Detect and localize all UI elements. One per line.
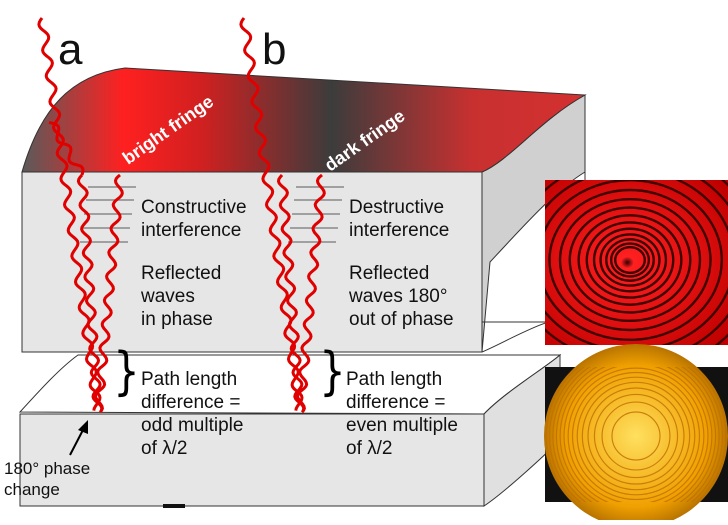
yellow-fringe-ring	[552, 367, 720, 502]
wave-b-reflected-2	[295, 173, 326, 414]
phase-change-line-1: 180° phase	[4, 459, 91, 478]
path-odd-line-1: Path length	[141, 369, 238, 390]
constructive-label: Constructive interference	[141, 196, 247, 242]
destructive-label: Destructive interference	[349, 196, 449, 242]
yellow-fringe-ring	[563, 367, 709, 502]
arrow-up-right-icon	[69, 420, 88, 456]
upper-slab	[21, 67, 587, 353]
red-fringe-ring	[568, 206, 692, 314]
reflected-in-phase-label: Reflected waves in phase	[141, 262, 221, 331]
path-even-label: Path length difference = even multiple o…	[346, 368, 458, 460]
phase-change-label: 180° phase change	[4, 458, 90, 500]
red-fringe-ring	[614, 245, 646, 275]
wave-b-label: b	[262, 25, 287, 74]
red-fringe-ring	[599, 233, 661, 287]
path-odd-line-4: of λ/2	[141, 438, 188, 459]
reflected-out-phase-label: Reflected waves 180° out of phase	[349, 262, 454, 331]
destructive-line-2: interference	[349, 220, 450, 241]
path-odd-label: Path length difference = odd multiple of…	[141, 368, 243, 460]
reflected-in-phase-line-2: waves	[141, 286, 195, 307]
yellow-fringe-ring	[545, 367, 727, 502]
red-fringe-ring	[577, 214, 683, 306]
red-fringe-photo	[545, 180, 728, 345]
right-curly-brace-icon: }	[319, 342, 346, 402]
light-waves	[37, 17, 326, 414]
reflected-in-phase-line-1: Reflected	[141, 263, 222, 284]
reflected-out-phase-line-1: Reflected	[349, 263, 430, 284]
constructive-ticks	[80, 186, 136, 243]
yellow-fringe-photo	[544, 344, 728, 525]
constructive-line-1: Constructive	[141, 197, 247, 218]
right-curly-brace-icon: }	[113, 342, 140, 402]
reflected-out-phase-line-2: waves 180°	[349, 286, 448, 307]
yellow-fringe-ring	[587, 387, 685, 485]
lower-slab	[18, 353, 562, 508]
red-fringe-ring	[585, 221, 675, 299]
path-even-line-2: difference =	[346, 392, 446, 413]
yellow-fringe-ring	[576, 376, 696, 496]
destructive-line-1: Destructive	[349, 197, 445, 218]
reflected-in-phase-line-3: in phase	[141, 309, 213, 330]
red-fringe-ring	[609, 242, 651, 278]
path-odd-line-2: difference =	[141, 392, 241, 413]
phase-change-line-2: change	[4, 480, 60, 499]
yellow-fringe-ring	[548, 367, 724, 502]
yellow-fringe-ring	[581, 381, 691, 491]
red-fringe-ring	[592, 227, 668, 293]
yellow-fringe-ring	[593, 393, 679, 479]
wave-a-up	[48, 120, 85, 176]
path-even-line-4: of λ/2	[346, 438, 393, 459]
path-odd-line-3: odd multiple	[141, 415, 244, 436]
constructive-line-2: interference	[141, 220, 242, 241]
path-even-line-3: even multiple	[346, 415, 458, 436]
wave-b-reflected-1	[276, 174, 306, 411]
yellow-fringe-ring	[571, 371, 701, 501]
wave-a-reflected-1	[76, 173, 104, 411]
wave-a-reflected-2	[93, 173, 124, 414]
red-fringe-ring	[605, 238, 655, 282]
reflected-out-phase-line-3: out of phase	[349, 309, 454, 330]
yellow-fringe-ring	[611, 411, 661, 461]
yellow-fringe-ring	[601, 401, 671, 471]
red-fringe-ring	[545, 180, 723, 342]
wave-a-label: a	[58, 25, 83, 74]
yellow-fringe-ring	[555, 367, 717, 502]
yellow-fringe-ring	[559, 367, 713, 502]
path-even-line-1: Path length	[346, 369, 443, 390]
red-fringe-ring	[548, 188, 712, 332]
yellow-fringe-ring	[567, 367, 705, 502]
red-fringe-ring	[558, 197, 702, 323]
